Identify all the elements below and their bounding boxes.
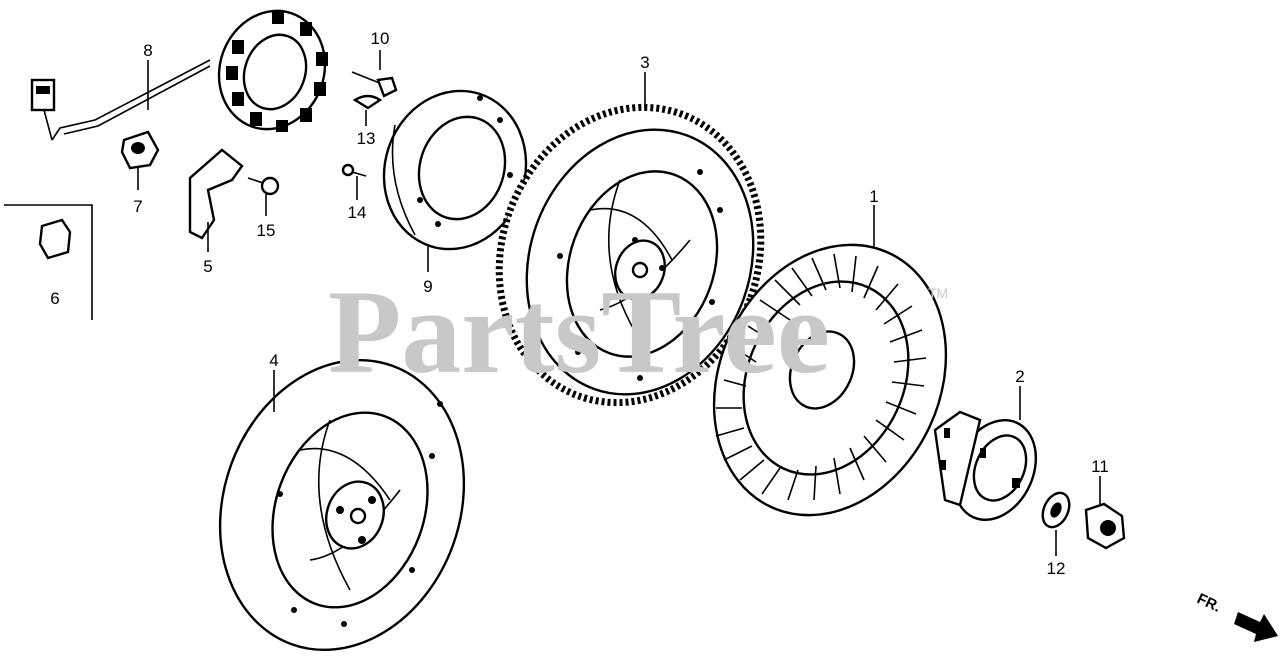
callout-2[interactable]: 2 xyxy=(1015,367,1024,386)
part-8-stator[interactable] xyxy=(30,0,341,144)
front-direction-indicator: FR. xyxy=(1194,590,1278,642)
callout-15[interactable]: 15 xyxy=(257,221,276,240)
front-arrow-icon xyxy=(1234,612,1278,642)
watermark: PartsTree TM xyxy=(328,265,948,398)
callout-13[interactable]: 13 xyxy=(357,129,376,148)
part-10-bolt[interactable] xyxy=(351,71,398,98)
part-15-bolt[interactable] xyxy=(247,176,280,196)
callout-10[interactable]: 10 xyxy=(371,29,390,48)
part-9-ring[interactable] xyxy=(364,72,547,267)
part-14-bolt[interactable] xyxy=(341,163,367,177)
callout-4[interactable]: 4 xyxy=(269,351,278,370)
front-label: FR. xyxy=(1194,590,1223,616)
watermark-trademark: TM xyxy=(928,285,948,301)
callout-11[interactable]: 11 xyxy=(1091,457,1109,476)
part-3-flywheel[interactable] xyxy=(458,70,801,439)
watermark-text: PartsTree xyxy=(328,265,830,398)
leader-lines xyxy=(137,50,1101,556)
callout-5[interactable]: 5 xyxy=(203,257,212,276)
callouts: 8 7 6 5 15 10 13 14 9 3 1 2 11 12 4 xyxy=(50,29,1109,578)
callout-7[interactable]: 7 xyxy=(133,197,142,216)
callout-12[interactable]: 12 xyxy=(1047,559,1066,578)
part-1-fan[interactable] xyxy=(671,207,989,554)
part-12-washer[interactable] xyxy=(1038,489,1075,532)
callout-6[interactable]: 6 xyxy=(50,289,59,308)
callout-9[interactable]: 9 xyxy=(423,277,432,296)
part-7-block[interactable] xyxy=(120,130,160,170)
part-5-plate[interactable] xyxy=(188,148,244,240)
part-4-flywheel[interactable] xyxy=(180,326,503,667)
callout-14[interactable]: 14 xyxy=(348,203,367,222)
callout-3[interactable]: 3 xyxy=(640,53,649,72)
part-13-key[interactable] xyxy=(352,94,383,110)
part-6-block[interactable] xyxy=(4,204,93,320)
callout-1[interactable]: 1 xyxy=(869,187,878,206)
part-2-cup[interactable] xyxy=(933,407,1051,533)
part-11-nut[interactable] xyxy=(1084,502,1126,550)
callout-8[interactable]: 8 xyxy=(143,41,152,60)
